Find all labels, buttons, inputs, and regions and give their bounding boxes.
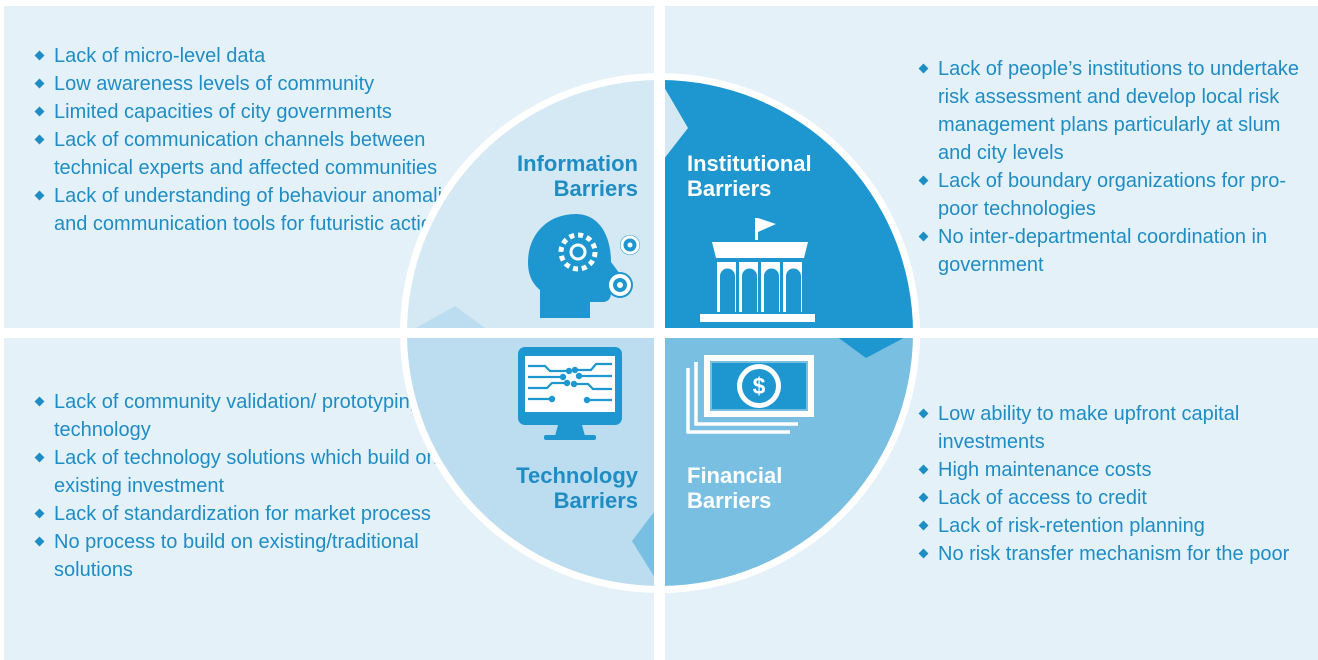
information-arrow-tip (660, 80, 688, 164)
barrier-item: Limited capacities of city governments (34, 98, 474, 126)
barrier-item: Lack of micro-level data (34, 42, 474, 70)
horizontal-divider (0, 328, 1318, 338)
money-bills-icon: $ (686, 355, 814, 434)
institutional-barriers-list: Lack of people’s institutions to underta… (918, 55, 1313, 279)
barrier-item: Lack of boundary organizations for pro-p… (918, 167, 1313, 223)
barrier-item: Lack of risk-retention planning (918, 512, 1313, 540)
barrier-item: Lack of community validation/ prototypin… (34, 388, 484, 444)
barrier-item: Lack of access to credit (918, 484, 1313, 512)
financial-arrow-tip (632, 504, 660, 586)
barrier-item: Low ability to make upfront capital inve… (918, 400, 1313, 456)
government-building-icon (700, 218, 815, 322)
institutional-arrow-tip (832, 333, 913, 358)
barrier-item: Lack of standardization for market proce… (34, 500, 484, 528)
technology-arrow-tip (407, 306, 492, 333)
barrier-item: Lack of communication channels between t… (34, 126, 474, 182)
barrier-item: Lack of people’s institutions to underta… (918, 55, 1313, 167)
financial-barriers-list: Low ability to make upfront capital inve… (918, 400, 1313, 568)
circuit-monitor-icon (518, 347, 622, 440)
barrier-item: No inter-departmental coordination in go… (918, 223, 1313, 279)
head-gears-icon (528, 214, 640, 318)
barrier-item: Lack of technology solutions which build… (34, 444, 484, 500)
barrier-item: Low awareness levels of community (34, 70, 474, 98)
svg-text:$: $ (753, 373, 766, 399)
barrier-item: No risk transfer mechanism for the poor (918, 540, 1313, 568)
barrier-item: Lack of understanding of behaviour anoma… (34, 182, 474, 238)
barrier-item: No process to build on existing/traditio… (34, 528, 484, 584)
technology-barriers-list: Lack of community validation/ prototypin… (34, 388, 484, 584)
barrier-item: High maintenance costs (918, 456, 1313, 484)
